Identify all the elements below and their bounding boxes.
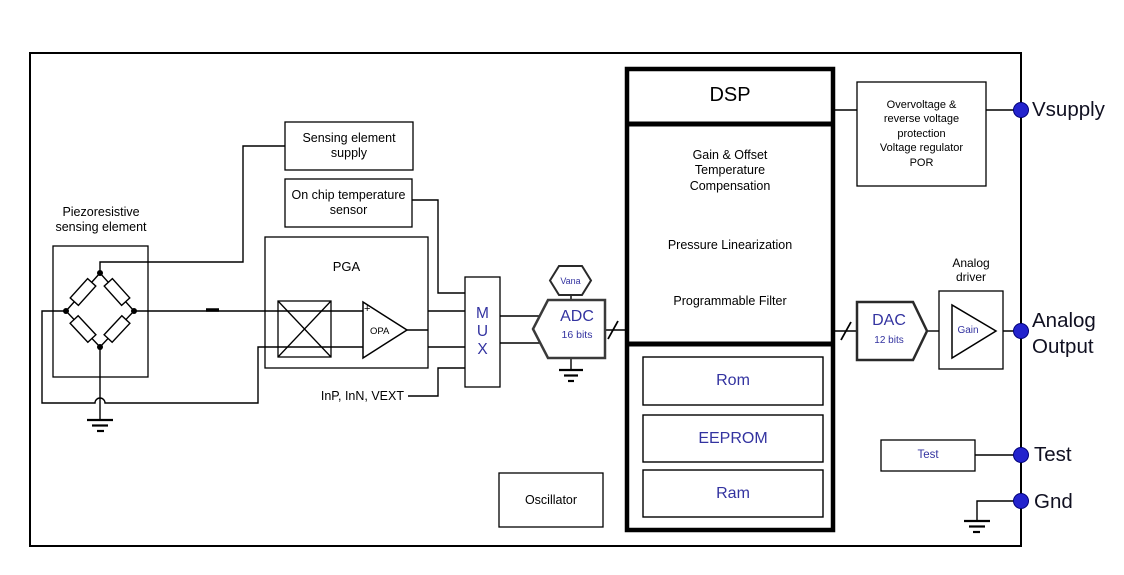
dac-block	[855, 300, 929, 362]
wire-gnd	[976, 500, 1021, 520]
oscillator-box	[498, 472, 604, 528]
eeprom-label: EEPROM	[698, 429, 768, 447]
test-block-label: Test	[917, 448, 939, 461]
bus-slashes	[607, 320, 852, 341]
protection-label: Overvoltage & reverse voltage protection…	[879, 98, 964, 169]
bridge-resistor	[69, 277, 97, 307]
mux-label: M U X	[476, 305, 489, 358]
dsp-function-compensation: Gain & Offset Temperature Compensation	[689, 147, 771, 193]
multiplier-box	[277, 300, 332, 358]
bridge-box	[52, 245, 149, 378]
opa-label: OPA	[370, 326, 390, 337]
adc-resolution-label: 16 bits	[561, 329, 593, 342]
gnd-pin-dot	[1013, 493, 1029, 509]
opa-triangle	[362, 300, 409, 360]
oscillator-label: Oscillator	[524, 492, 578, 507]
eeprom-box	[642, 414, 824, 463]
chip-border	[29, 52, 1022, 547]
bus-slash-adc	[607, 320, 619, 340]
ram-box	[642, 469, 824, 518]
pga-label: PGA	[332, 259, 361, 275]
dac-label: DAC	[872, 312, 906, 330]
bridge-node	[63, 308, 69, 314]
sensing-supply-label: Sensing element supply	[302, 131, 396, 160]
adc-label: ADC	[560, 308, 594, 326]
dsp-container	[624, 66, 836, 533]
wires	[41, 109, 1021, 520]
ground-symbols	[87, 368, 990, 534]
bridge-node	[97, 270, 103, 276]
vana-hexagon	[548, 265, 593, 296]
mux-box	[464, 276, 501, 388]
bridge-resistor	[103, 277, 131, 307]
analog-output-pin-label: Analog Output	[1032, 309, 1096, 358]
protection-box	[856, 81, 987, 187]
rom-box	[642, 356, 824, 406]
multiplier-x-2	[277, 300, 332, 358]
temp-sensor-label: On chip temperature sensor	[291, 188, 406, 217]
bridge-resistor	[69, 314, 97, 344]
gnd-pin-label: Gnd	[1034, 490, 1073, 513]
temp-sensor-box	[284, 178, 413, 228]
test-pin-label: Test	[1034, 443, 1072, 466]
pga-box	[264, 236, 429, 369]
dsp-function-linearization: Pressure Linearization	[667, 237, 793, 252]
gain-triangle	[951, 303, 998, 360]
bridge-node	[97, 344, 103, 350]
sensing-supply-box	[284, 121, 414, 171]
wheatstone-bridge	[63, 270, 137, 350]
vana-label: Vana	[560, 275, 581, 286]
vsupply-pin-label: Vsupply	[1032, 98, 1105, 121]
piezo-sensor-label: Piezoresistive sensing element	[55, 205, 147, 234]
adc-block	[531, 298, 607, 360]
mux-ext-inputs-label: InP, InN, VEXT	[320, 389, 404, 403]
test-box	[880, 439, 976, 472]
bridge-node	[131, 308, 137, 314]
test-pin-dot	[1013, 447, 1029, 463]
bus-slash-dac	[840, 321, 852, 341]
analog-output-pin-dot	[1013, 323, 1029, 339]
bridge-resistor	[103, 314, 131, 344]
analog-driver-label: Analog driver	[952, 256, 990, 284]
wire-temp-to-mux	[412, 199, 465, 294]
gain-label: Gain	[957, 325, 979, 336]
opa-plus-label: +	[364, 303, 371, 315]
vsupply-pin-dot	[1013, 102, 1029, 118]
dac-resolution-label: 12 bits	[874, 335, 904, 346]
wire-supply-feed	[99, 145, 285, 273]
dsp-function-filter: Programmable Filter	[673, 293, 787, 308]
wire-ext-to-mux	[408, 367, 465, 397]
dsp-title: DSP	[709, 84, 751, 106]
rom-label: Rom	[716, 372, 750, 390]
ram-label: Ram	[716, 484, 750, 502]
